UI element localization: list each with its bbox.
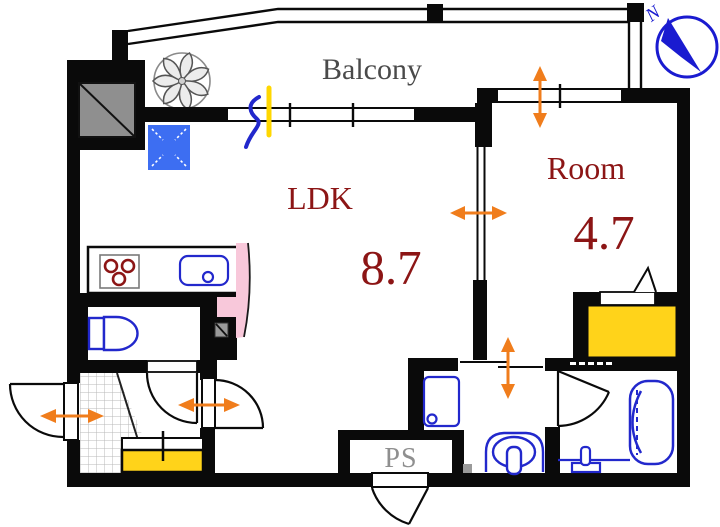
compass-north-label: N [641,1,665,27]
counter-partition-foot [217,297,236,317]
pillar-diagonal [78,82,136,138]
room-closet [585,265,679,360]
railing-post [427,4,443,22]
toilet-door [145,360,199,425]
windows [226,84,623,127]
toilet-icon [87,315,139,352]
ldk-area-label: 8.7 [360,240,421,295]
pipe-space-box [350,440,452,473]
washing-machine-pan-icon [422,375,461,428]
ps-door-panel [371,472,429,488]
meter-square [463,464,472,473]
railing-corner-post [627,3,644,22]
balcony-label: Balcony [322,53,422,86]
hall-door-panel [201,377,216,429]
floor-equipment-hatch [148,125,190,170]
counter-partition-edge [243,242,251,338]
closet-door-swing-mark [633,265,657,293]
door-pocket-dashes [570,362,612,365]
toilet-door-swing-arc [145,372,198,425]
entrance-door-panel [63,382,79,441]
wash-basin-icon [484,431,545,476]
ps-access-door [370,472,429,526]
hall-ldk-door [201,377,265,430]
stove-burners [103,258,136,287]
room-label: Room [547,150,625,186]
ps-label: PS [384,443,417,474]
balcony-railing [127,7,643,88]
ldk-label: LDK [287,180,353,216]
north-compass-icon: N [641,1,719,79]
bathroom-door-swing-arc [557,391,611,428]
bathroom-door [556,369,611,428]
compass-circle [655,15,719,79]
room-area-label: 4.7 [573,205,634,260]
bath-faucet-icon [558,445,630,474]
ps-door-swing-arc [370,487,410,526]
closet-door-panel [599,291,656,306]
bathtub-icon [628,379,675,466]
ldk-window [226,107,416,122]
opening-direction-arrow-icon [40,66,547,423]
drain-squiggle-mark [244,95,261,149]
counter-partition-pink [236,243,250,338]
entrance-door-swing-arc [8,383,64,439]
ventilation-fan-icon [151,52,211,111]
gas-stove-icon [99,254,140,289]
kitchen-sink-icon [178,254,230,287]
compass-needle [661,18,701,72]
shoe-cabinet [120,431,205,474]
duct-shaft-square [214,322,229,338]
entrance-door [8,382,79,441]
hall-door-swing-arc [214,378,265,429]
washroom-sliding-door [460,361,543,368]
toilet-door-panel [146,360,198,373]
